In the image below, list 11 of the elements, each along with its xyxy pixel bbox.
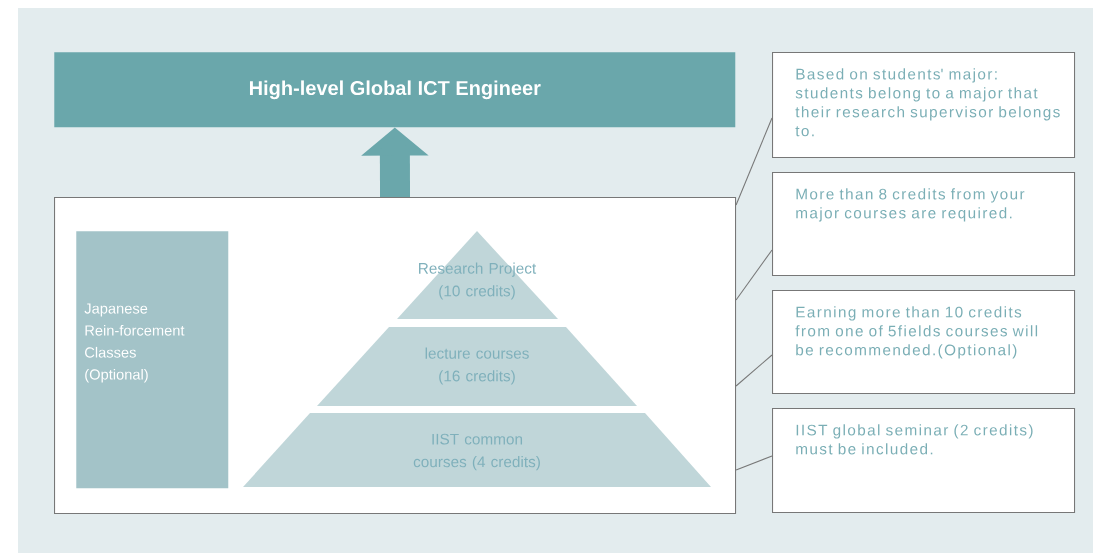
leader-line <box>735 117 773 206</box>
leader-line <box>735 249 773 301</box>
note-box: Based on students' major: students belong to a major that their research supervisor belongs to. <box>772 52 1076 159</box>
note-box: Earning more than 10 credits from one of 5fields courses will be recommended.(Optional) <box>772 290 1076 395</box>
pyramid-tier: lecture courses (16 credits) <box>317 327 637 406</box>
side-box: Japanese Rein-forcement Classes (Optional) <box>76 231 229 489</box>
leader-line <box>735 455 773 471</box>
leader-line <box>735 354 773 387</box>
note-box: More than 8 credits from your major courses are required. <box>772 172 1076 277</box>
note-box: IIST global seminar (2 credits) must be included. <box>772 408 1076 514</box>
pyramid-tier: IIST common courses (4 credits) <box>243 413 711 487</box>
